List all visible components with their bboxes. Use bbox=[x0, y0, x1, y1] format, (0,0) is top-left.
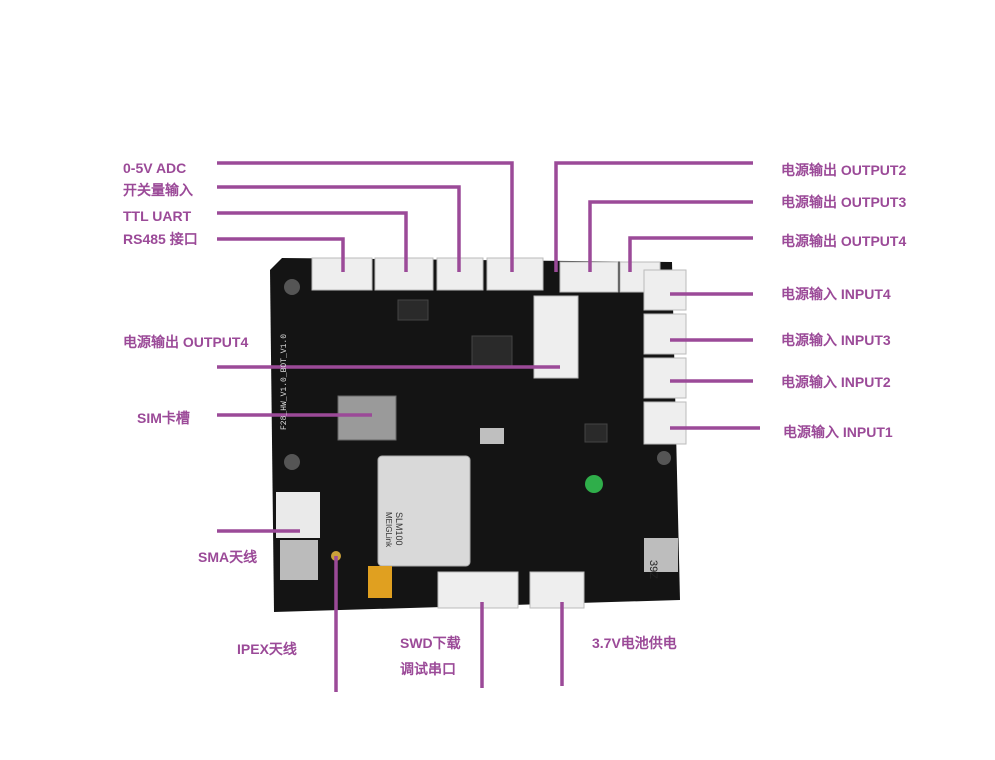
mounting-hole bbox=[284, 279, 300, 295]
pcb-board bbox=[270, 257, 687, 612]
leader-output3 bbox=[588, 200, 753, 272]
connector-battery bbox=[529, 571, 585, 609]
inductor bbox=[644, 538, 678, 572]
label-sim-slot: SIM卡槽 bbox=[137, 410, 190, 426]
label-sma-antenna: SMA天线 bbox=[198, 549, 258, 565]
connector-input1 bbox=[643, 401, 687, 445]
leader-output2 bbox=[554, 161, 753, 272]
label-input1: 电源输入 INPUT1 bbox=[783, 424, 893, 440]
label-swd-download: SWD下载 bbox=[400, 635, 461, 651]
connector-input4 bbox=[643, 269, 687, 311]
connector-input2 bbox=[643, 357, 687, 399]
leader-switch-input bbox=[217, 185, 461, 272]
leader-output4-right bbox=[628, 236, 753, 272]
leader-lines bbox=[217, 161, 760, 692]
status-led bbox=[585, 475, 603, 493]
label-input2: 电源输入 INPUT2 bbox=[781, 374, 891, 390]
label-rs485: RS485 接口 bbox=[123, 231, 198, 247]
label-output3: 电源输出 OUTPUT3 bbox=[781, 194, 907, 210]
module-text: SLM100 bbox=[394, 512, 404, 546]
label-ipex-antenna: IPEX天线 bbox=[237, 641, 297, 657]
mounting-hole bbox=[284, 454, 300, 470]
connector-adc bbox=[486, 257, 544, 291]
leader-ttl-uart bbox=[217, 211, 408, 272]
label-input3: 电源输入 INPUT3 bbox=[781, 332, 891, 348]
board-code: 39Z bbox=[647, 560, 659, 579]
board-side-text: F28_HW_V1.0_BOT_V1.0 bbox=[280, 334, 289, 430]
connector-output4-mid bbox=[533, 295, 579, 379]
sma-hatch bbox=[280, 540, 318, 580]
label-switch-input: 开关量输入 bbox=[123, 182, 193, 198]
sim-slot bbox=[337, 395, 397, 441]
ic-chip bbox=[584, 423, 608, 443]
label-output4-right: 电源输出 OUTPUT4 bbox=[781, 233, 907, 249]
tantalum-capacitor bbox=[368, 566, 392, 598]
ic-chip bbox=[397, 299, 429, 321]
module-brand: MEIGLink bbox=[384, 512, 393, 548]
mounting-hole bbox=[657, 451, 671, 465]
label-output2: 电源输出 OUTPUT2 bbox=[781, 162, 907, 178]
label-debug-serial: 调试串口 bbox=[400, 661, 456, 677]
label-input4: 电源输入 INPUT4 bbox=[781, 286, 891, 302]
label-ttl-uart: TTL UART bbox=[123, 208, 192, 224]
label-adc: 0-5V ADC bbox=[123, 160, 187, 176]
connector-swd-debug bbox=[437, 571, 519, 609]
leader-rs485 bbox=[217, 237, 345, 272]
leader-adc bbox=[217, 161, 514, 272]
cellular-module bbox=[377, 455, 471, 567]
ic-chip bbox=[471, 335, 513, 367]
push-button bbox=[480, 428, 504, 444]
connector-ttl-uart bbox=[374, 257, 434, 291]
label-output4-left: 电源输出 OUTPUT4 bbox=[123, 334, 249, 350]
label-battery-power: 3.7V电池供电 bbox=[592, 635, 677, 651]
connector-input3 bbox=[643, 313, 687, 355]
